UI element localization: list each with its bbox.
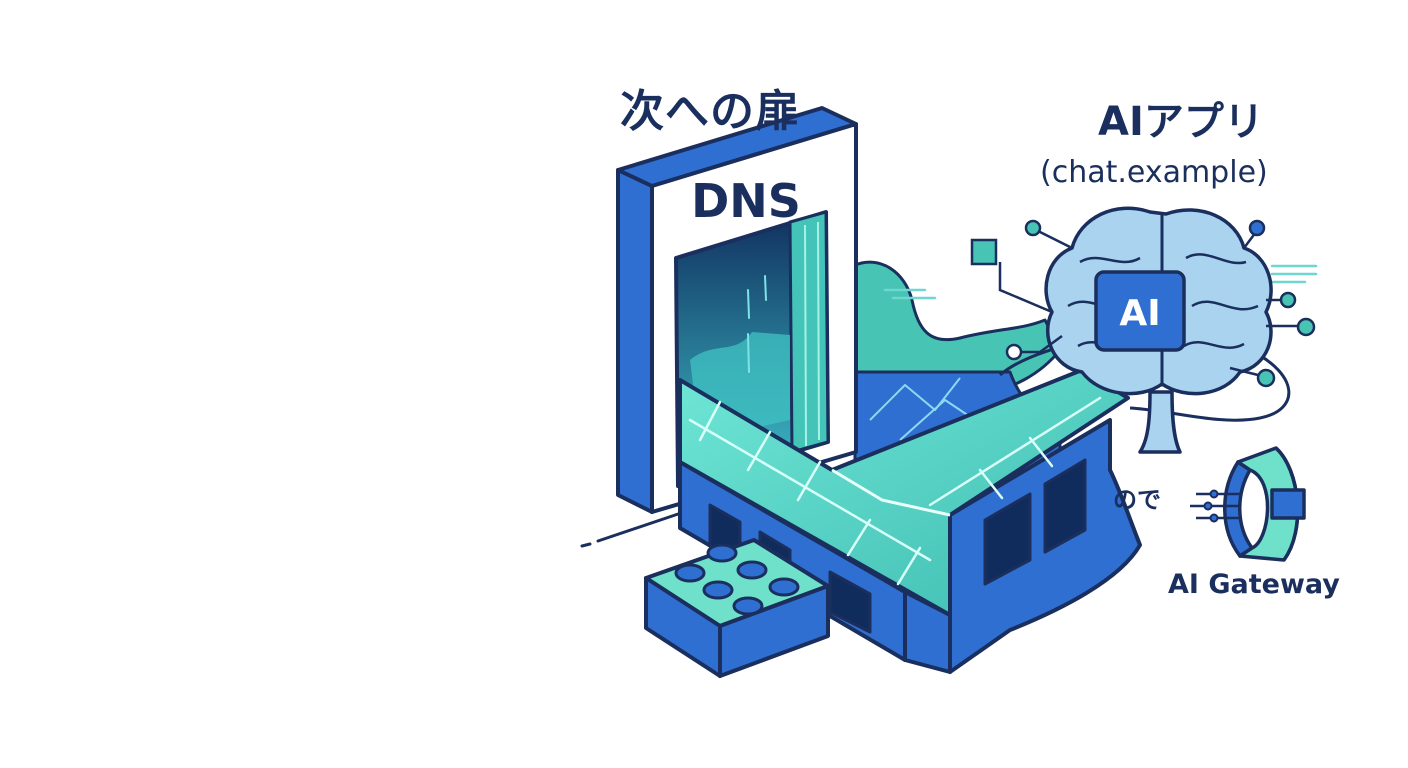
dns-sign: DNS xyxy=(691,174,801,228)
lego-block-icon xyxy=(644,538,830,678)
circuit-lines xyxy=(998,228,1300,378)
app-title: AIアプリ xyxy=(1098,99,1264,145)
ai-chip: AI xyxy=(1119,293,1160,334)
door-title: 次への扉 xyxy=(620,86,800,137)
speed-lines xyxy=(883,264,1318,300)
connector-text: ので xyxy=(1113,486,1161,514)
ground-line xyxy=(580,508,692,548)
app-domain: (chat.example) xyxy=(1040,155,1268,190)
road-lane-lines xyxy=(688,396,1102,586)
brain-icon xyxy=(1044,206,1273,454)
gateway-label: AI Gateway xyxy=(1168,569,1340,600)
gateway-ring-icon xyxy=(1190,446,1306,562)
circuit-nodes xyxy=(970,219,1316,388)
